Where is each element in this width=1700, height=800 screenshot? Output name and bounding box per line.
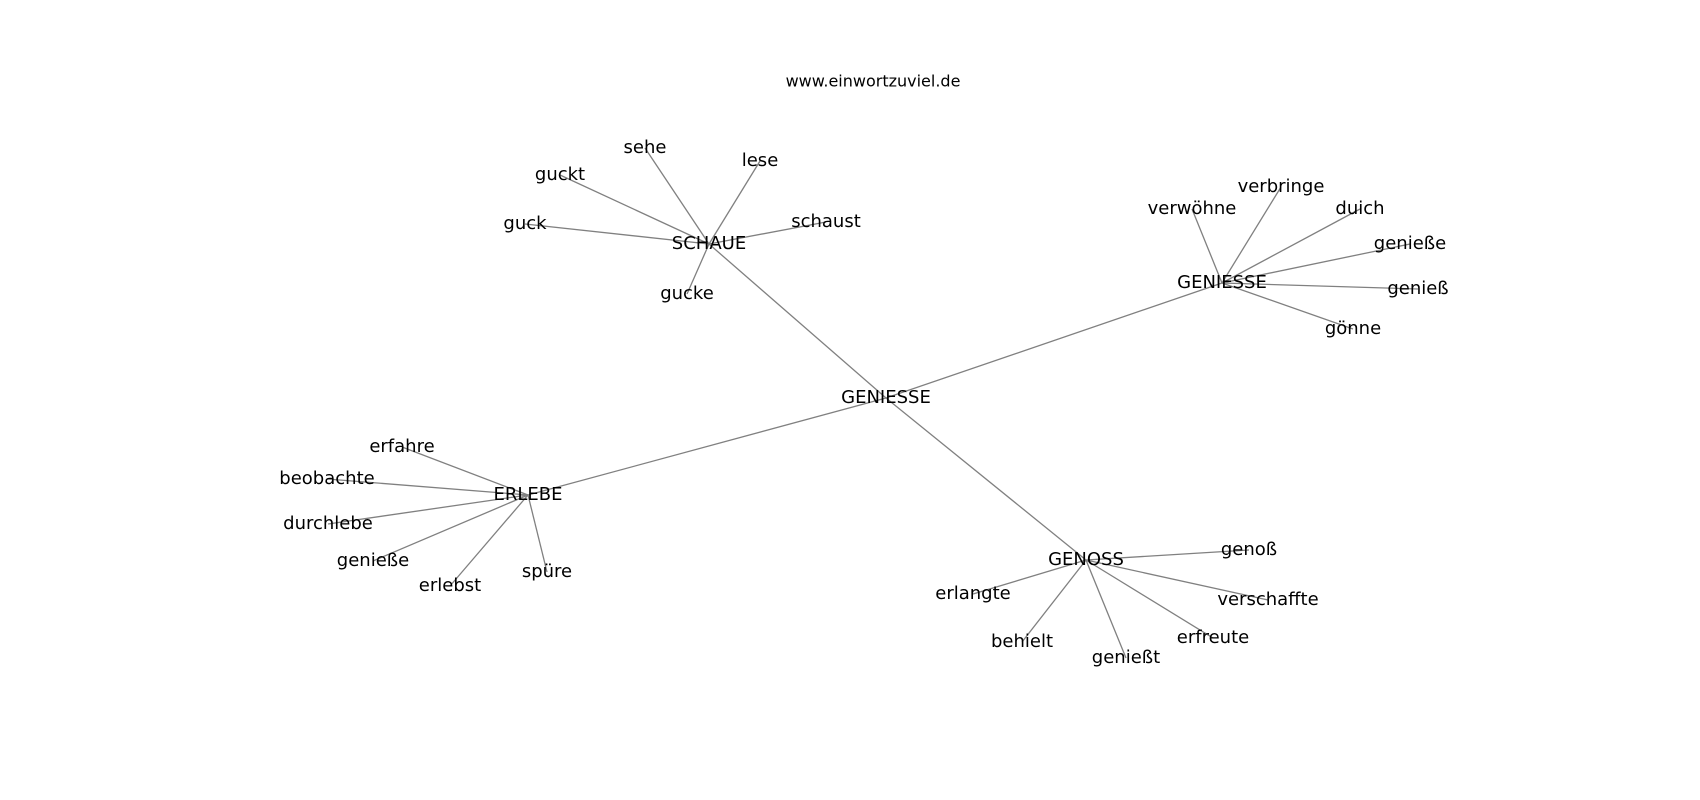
leaf-node-schaust: schaust [791, 211, 861, 232]
leaf-node-geniesse: genieße [337, 550, 409, 571]
leaf-node-spuere: spüre [522, 561, 572, 582]
edge-geniesse-to-goenne [1221, 282, 1354, 330]
edge-erlebe-to-erfahre [401, 446, 529, 496]
leaf-node-geniesse: genieße [1374, 233, 1446, 254]
leaf-node-verwoehne: verwöhne [1148, 198, 1237, 219]
leaf-node-verschaffte: verschaffte [1217, 589, 1318, 610]
leaf-node-verbringe: verbringe [1238, 176, 1325, 197]
label-layer: www.einwortzuviel.de GENIESSE SCHAUE sehe l… [279, 72, 1448, 669]
edge-schaue-to-lese [708, 160, 761, 245]
edge-genoss-to-verschaffte [1085, 559, 1269, 601]
leaf-node-genoss: genoß [1221, 539, 1277, 560]
leaf-node-erlebst: erlebst [419, 575, 481, 596]
edge-erlebe-to-durchlebe [327, 494, 529, 525]
leaf-node-lese: lese [742, 150, 779, 171]
leaf-node-beobachte: beobachte [279, 468, 374, 489]
hub-node-erlebe: ERLEBE [493, 484, 562, 505]
edge-schaue-to-gucke [686, 243, 710, 295]
leaf-node-duich: duich [1335, 198, 1384, 219]
edge-schaue-to-sehe [644, 147, 710, 245]
hub-node-geniesse: GENIESSE [1177, 272, 1267, 293]
leaf-node-erfahre: erfahre [369, 436, 434, 457]
edge-genoss-to-erlangte [972, 559, 1087, 595]
leaf-node-goenne: gönne [1325, 318, 1381, 339]
edge-genoss-to-genoss [1085, 549, 1250, 561]
edge-geniesse-to-verbringe [1221, 186, 1282, 284]
leaf-node-guck: guck [503, 213, 547, 234]
leaf-node-durchlebe: durchlebe [283, 513, 373, 534]
edge-schaue-to-guckt [559, 174, 710, 245]
edge-erlebe-to-beobachte [326, 478, 529, 496]
leaf-node-sehe: sehe [624, 137, 667, 158]
leaf-node-guckt: guckt [535, 164, 585, 185]
hub-node-genoss: GENOSS [1048, 549, 1124, 570]
edge-erlebe-to-spuere [527, 494, 548, 573]
edge-root-to-geniesse [885, 282, 1223, 399]
edge-schaue-to-guck [524, 223, 710, 245]
edge-geniesse-to-geniesse [1221, 243, 1411, 284]
leaf-node-geniesst: genießt [1092, 647, 1160, 668]
root-node-geniesse: GENIESSE [841, 387, 931, 408]
hub-node-schaue: SCHAUE [672, 233, 746, 254]
edge-root-to-schaue [708, 243, 887, 399]
diagram-title: www.einwortzuviel.de [786, 72, 961, 91]
leaf-node-erlangte: erlangte [935, 583, 1010, 604]
leaf-node-geniess: genieß [1387, 278, 1448, 299]
edge-genoss-to-geniesst [1085, 559, 1127, 659]
leaf-node-erfreute: erfreute [1177, 627, 1249, 648]
leaf-node-gucke: gucke [660, 283, 714, 304]
edge-geniesse-to-verwoehne [1191, 208, 1223, 284]
edge-root-to-erlebe [527, 397, 887, 496]
edge-layer [326, 147, 1419, 659]
edge-erlebe-to-erlebst [449, 494, 529, 587]
leaf-node-behielt: behielt [991, 631, 1053, 652]
edge-genoss-to-behielt [1021, 559, 1087, 643]
edge-genoss-to-erfreute [1085, 559, 1214, 639]
edge-root-to-genoss [885, 397, 1087, 561]
edge-geniesse-to-duich [1221, 208, 1361, 284]
edge-schaue-to-schaust [708, 221, 827, 245]
edge-erlebe-to-geniesse [372, 494, 529, 562]
edge-geniesse-to-geniess [1221, 282, 1419, 290]
